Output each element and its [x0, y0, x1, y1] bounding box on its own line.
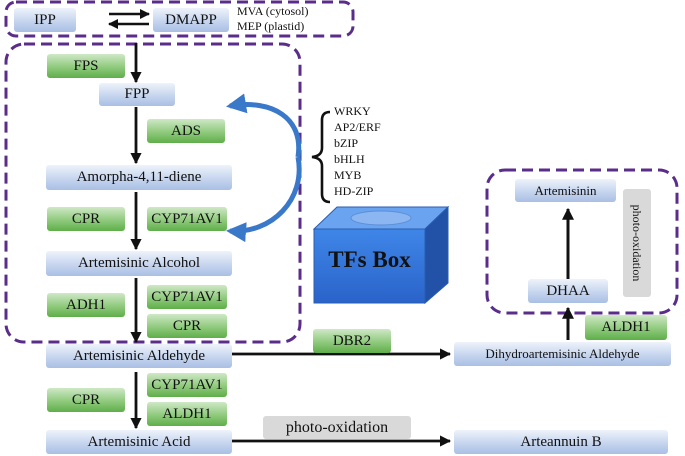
upstream-region-border — [4, 42, 302, 344]
ipp-node: IPP — [14, 8, 76, 32]
tf-item: WRKY — [334, 104, 371, 118]
tfs-box-label: TFs Box — [328, 247, 411, 272]
dihydroartemisinic-aldehyde-node: Dihydroartemisinic Aldehyde — [454, 342, 671, 366]
artemisinic-aldehyde-node: Artemisinic Aldehyde — [46, 344, 232, 368]
dmapp-node: DMAPP — [153, 8, 229, 32]
dbr2-enzyme: DBR2 — [313, 329, 391, 353]
aldh1-enzyme-1: ALDH1 — [147, 402, 227, 426]
aldh1-enzyme-2: ALDH1 — [585, 315, 667, 340]
cpr-enzyme-2: CPR — [147, 314, 227, 338]
tf-item: bHLH — [334, 152, 365, 166]
cpr-enzyme-1: CPR — [47, 207, 125, 231]
tf-item: MYB — [334, 168, 362, 182]
tf-item: AP2/ERF — [334, 120, 381, 134]
cpr-enzyme-3: CPR — [47, 388, 125, 412]
mva-cytosol-label: MVA (cytosol) — [237, 4, 309, 18]
tf-item: bZIP — [334, 136, 358, 150]
fps-enzyme: FPS — [47, 54, 125, 78]
artemisinic-acid-node: Artemisinic Acid — [46, 430, 232, 454]
tf-item: HD-ZIP — [334, 184, 374, 198]
amorpha-diene-node: Amorpha-4,11-diene — [46, 165, 232, 190]
tf-to-ads-curved-arrow — [226, 93, 302, 158]
mep-plastid-label: MEP (plastid) — [237, 19, 305, 33]
mva-mep-region-border — [4, 0, 355, 38]
photo-oxidation-vertical-box: photo-oxidation — [623, 189, 651, 297]
dhaa-node: DHAA — [528, 279, 608, 303]
artemisinin-node: Artemisinin — [515, 179, 616, 202]
tf-to-cyp71av1-curved-arrow — [226, 156, 302, 243]
tfs-box — [312, 205, 450, 305]
tf-brace — [311, 110, 331, 204]
cyp71av1-enzyme-2: CYP71AV1 — [147, 285, 227, 309]
artemisinic-alcohol-node: Artemisinic Alcohol — [46, 251, 232, 276]
fpp-node: FPP — [99, 83, 175, 106]
photo-oxidation-label-horizontal: photo-oxidation — [263, 416, 411, 439]
arteannuin-b-node: Arteannuin B — [454, 430, 668, 454]
tf-list: WRKY AP2/ERF bZIP bHLH MYB HD-ZIP — [334, 104, 424, 204]
photo-oxidation-label-vertical: photo-oxidation — [630, 204, 645, 282]
cyp71av1-enzyme-3: CYP71AV1 — [147, 373, 227, 397]
adh1-enzyme: ADH1 — [47, 293, 125, 317]
cyp71av1-enzyme-1: CYP71AV1 — [147, 207, 227, 231]
artemisinin-region-border — [485, 168, 679, 315]
ads-enzyme: ADS — [147, 119, 225, 143]
